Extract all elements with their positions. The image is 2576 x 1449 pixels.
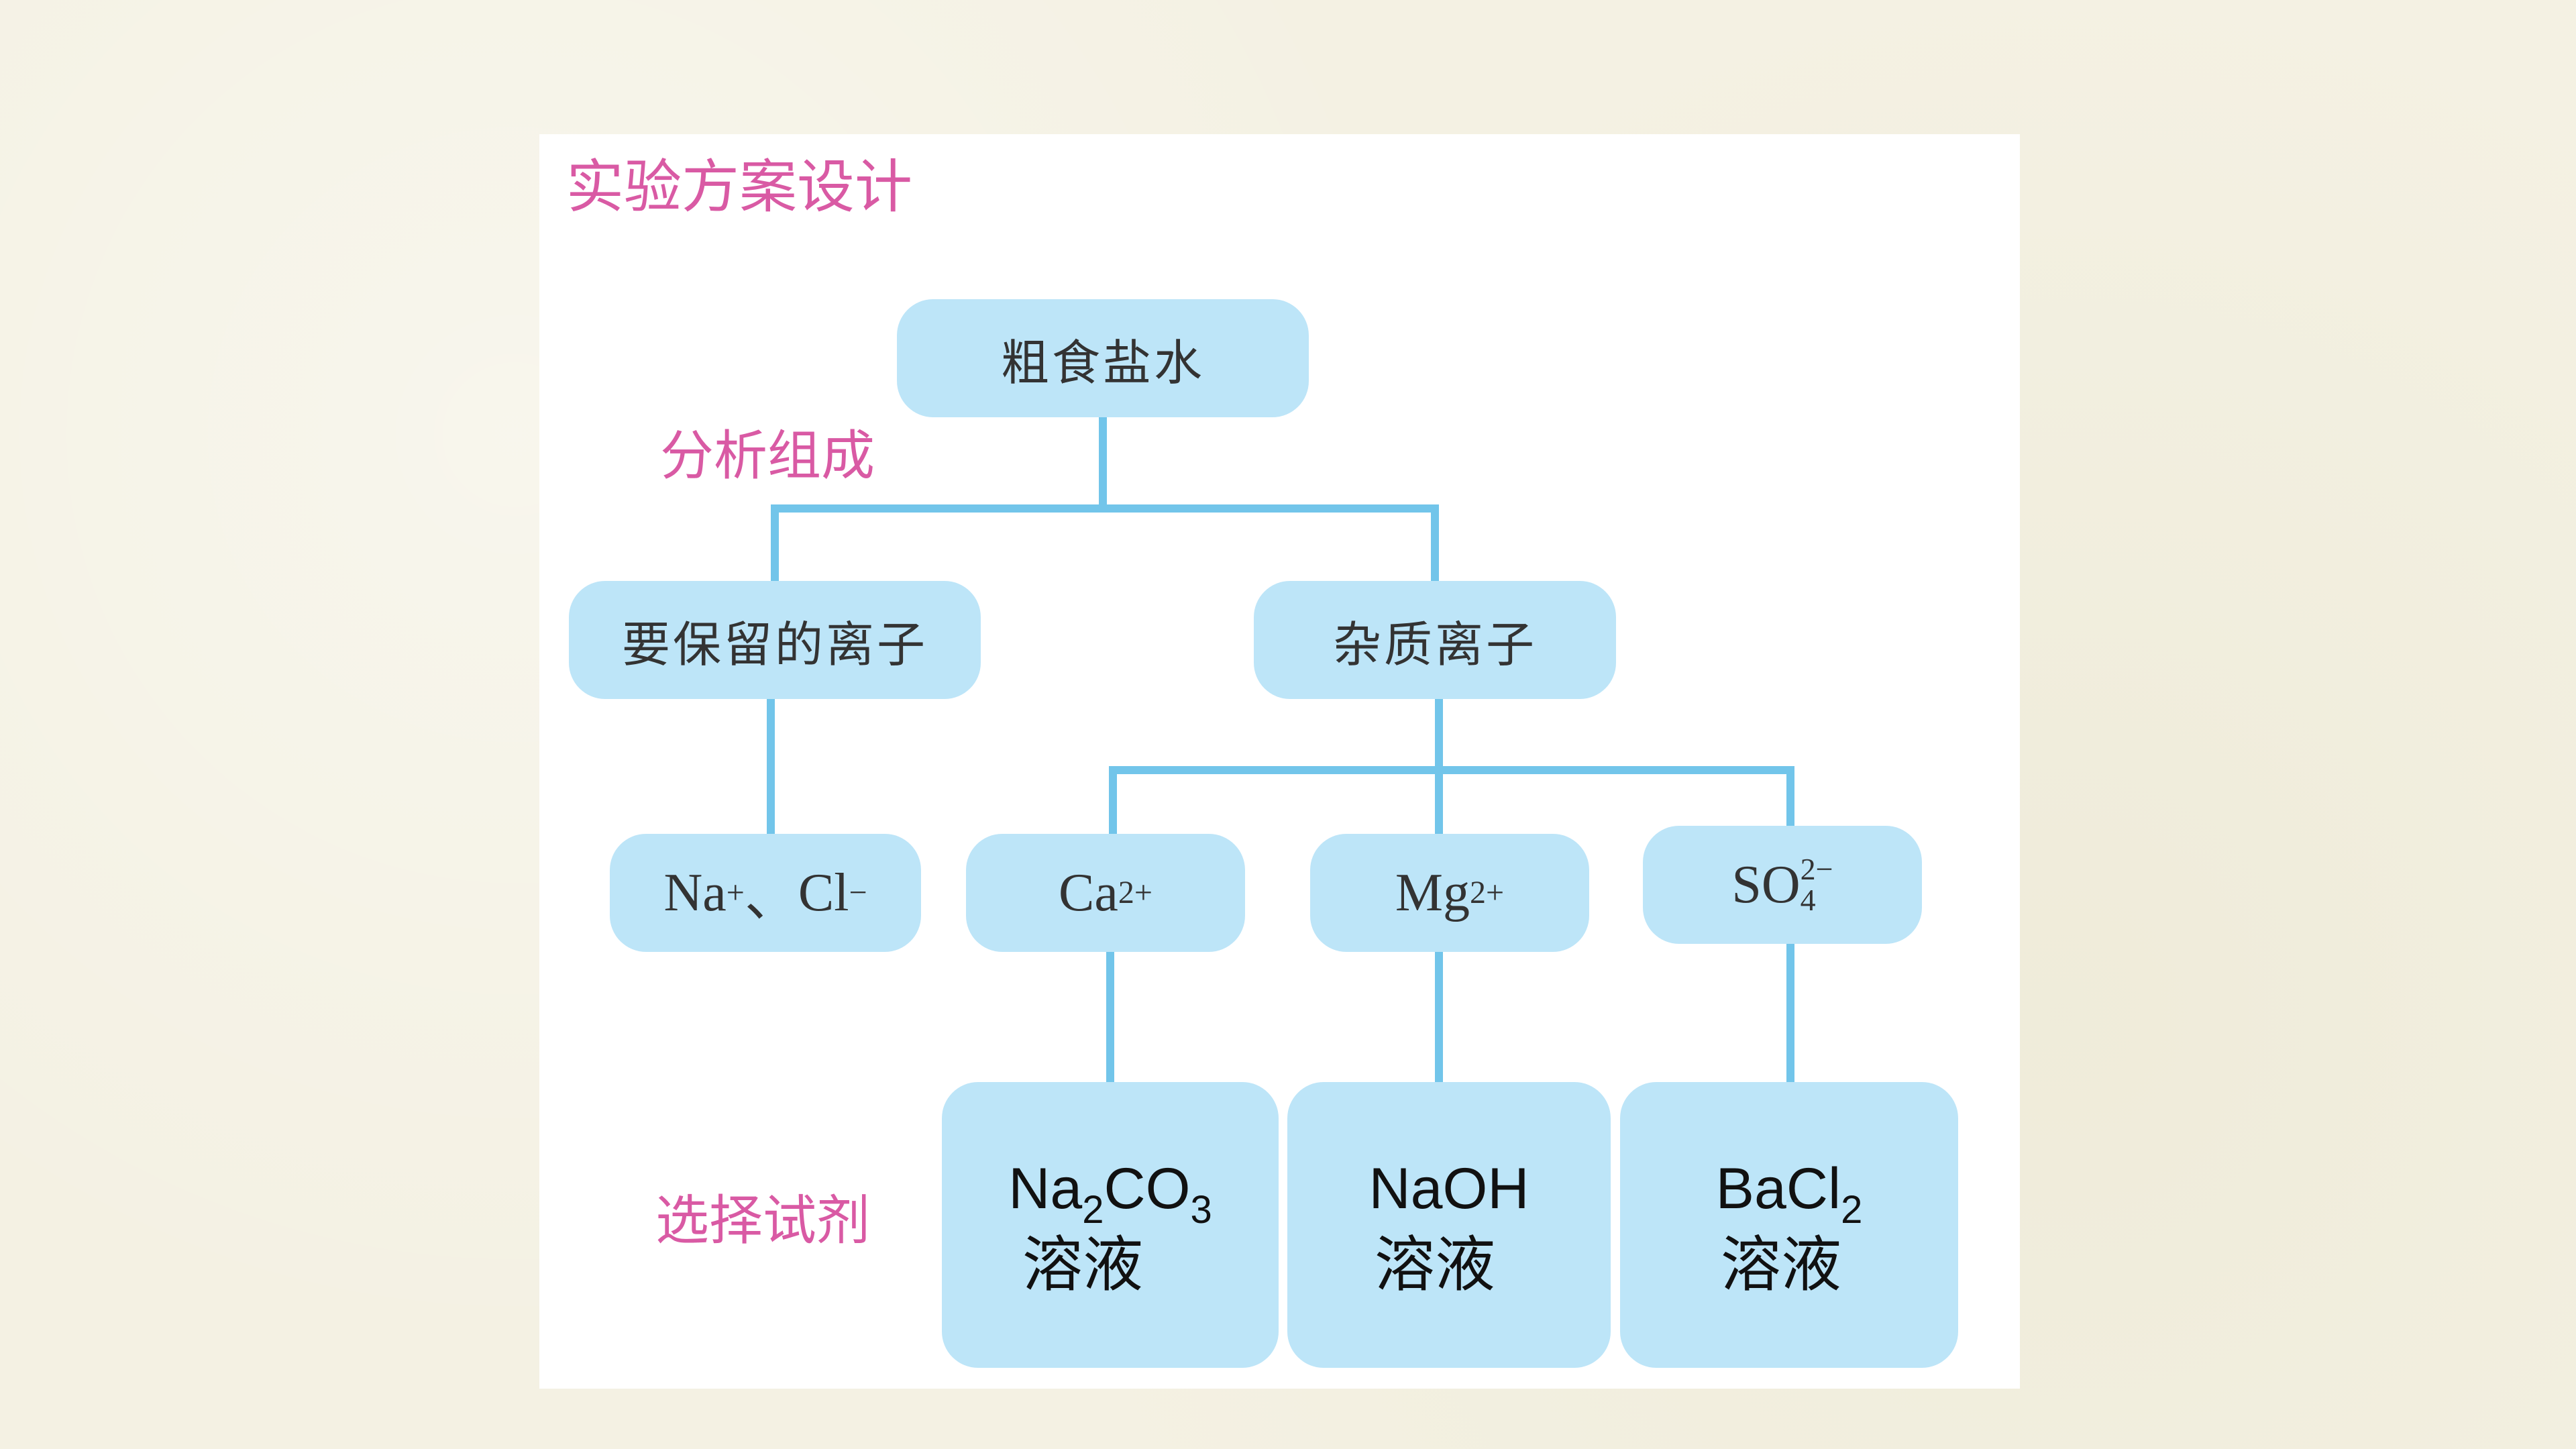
- sodium-ion-symbol: Na: [663, 863, 727, 922]
- calcium-ion-symbol: Ca: [1059, 863, 1118, 922]
- connector-lines: [767, 413, 1794, 1086]
- sodium-carbonate-formula: Na2CO3: [942, 1157, 1279, 1230]
- barium-chloride-formula: BaCl2: [1620, 1157, 1958, 1230]
- chloride-ion-symbol: Cl: [798, 863, 849, 922]
- sulfate-ion-subscript: 4: [1800, 883, 1816, 917]
- barium-chloride-solution-node: BaCl2 溶液: [1620, 1082, 1958, 1368]
- analyze-composition-label: 分析组成: [660, 425, 875, 487]
- sulfate-ion-scripts: 2−4: [1801, 854, 1833, 916]
- sulfate-ion-symbol: SO: [1731, 855, 1801, 914]
- solution-label: 溶液: [1721, 1230, 1841, 1300]
- solution-label: 溶液: [1022, 1230, 1143, 1300]
- formula-subscript: 3: [1190, 1188, 1212, 1232]
- panel-title: 实验方案设计: [566, 154, 912, 221]
- sodium-carbonate-solution-node: Na2CO3 溶液: [942, 1082, 1279, 1368]
- retained-ions-node: 要保留的离子: [569, 581, 981, 699]
- formula-subscript: 2: [1841, 1188, 1863, 1232]
- ion-separator: 、: [744, 869, 798, 928]
- formula-part: CO: [1104, 1157, 1191, 1221]
- sodium-chloride-ions-node: Na+、Cl−: [610, 834, 921, 952]
- sodium-hydroxide-formula: NaOH: [1368, 1157, 1529, 1221]
- retained-ions-label: 要保留的离子: [621, 616, 928, 673]
- experiment-plan-panel: 实验方案设计 分析组成 选择试剂 粗食盐水 要保留的离子 杂质离子 Na+、Cl…: [539, 134, 2020, 1389]
- formula-part: BaCl: [1715, 1157, 1841, 1221]
- magnesium-ion-symbol: Mg: [1395, 863, 1470, 922]
- solution-label: 溶液: [1375, 1230, 1495, 1300]
- crude-brine-label: 粗食盐水: [1000, 334, 1205, 391]
- impurity-ions-label: 杂质离子: [1332, 616, 1537, 673]
- sodium-hydroxide-solution-node: NaOH 溶液: [1287, 1082, 1611, 1368]
- impurity-ions-node: 杂质离子: [1254, 581, 1616, 699]
- crude-brine-node: 粗食盐水: [897, 299, 1309, 417]
- select-reagent-label: 选择试剂: [655, 1189, 870, 1252]
- sulfate-ion-charge: 2−: [1800, 852, 1833, 886]
- formula-subscript: 2: [1082, 1188, 1104, 1232]
- formula-part: Na: [1008, 1157, 1083, 1221]
